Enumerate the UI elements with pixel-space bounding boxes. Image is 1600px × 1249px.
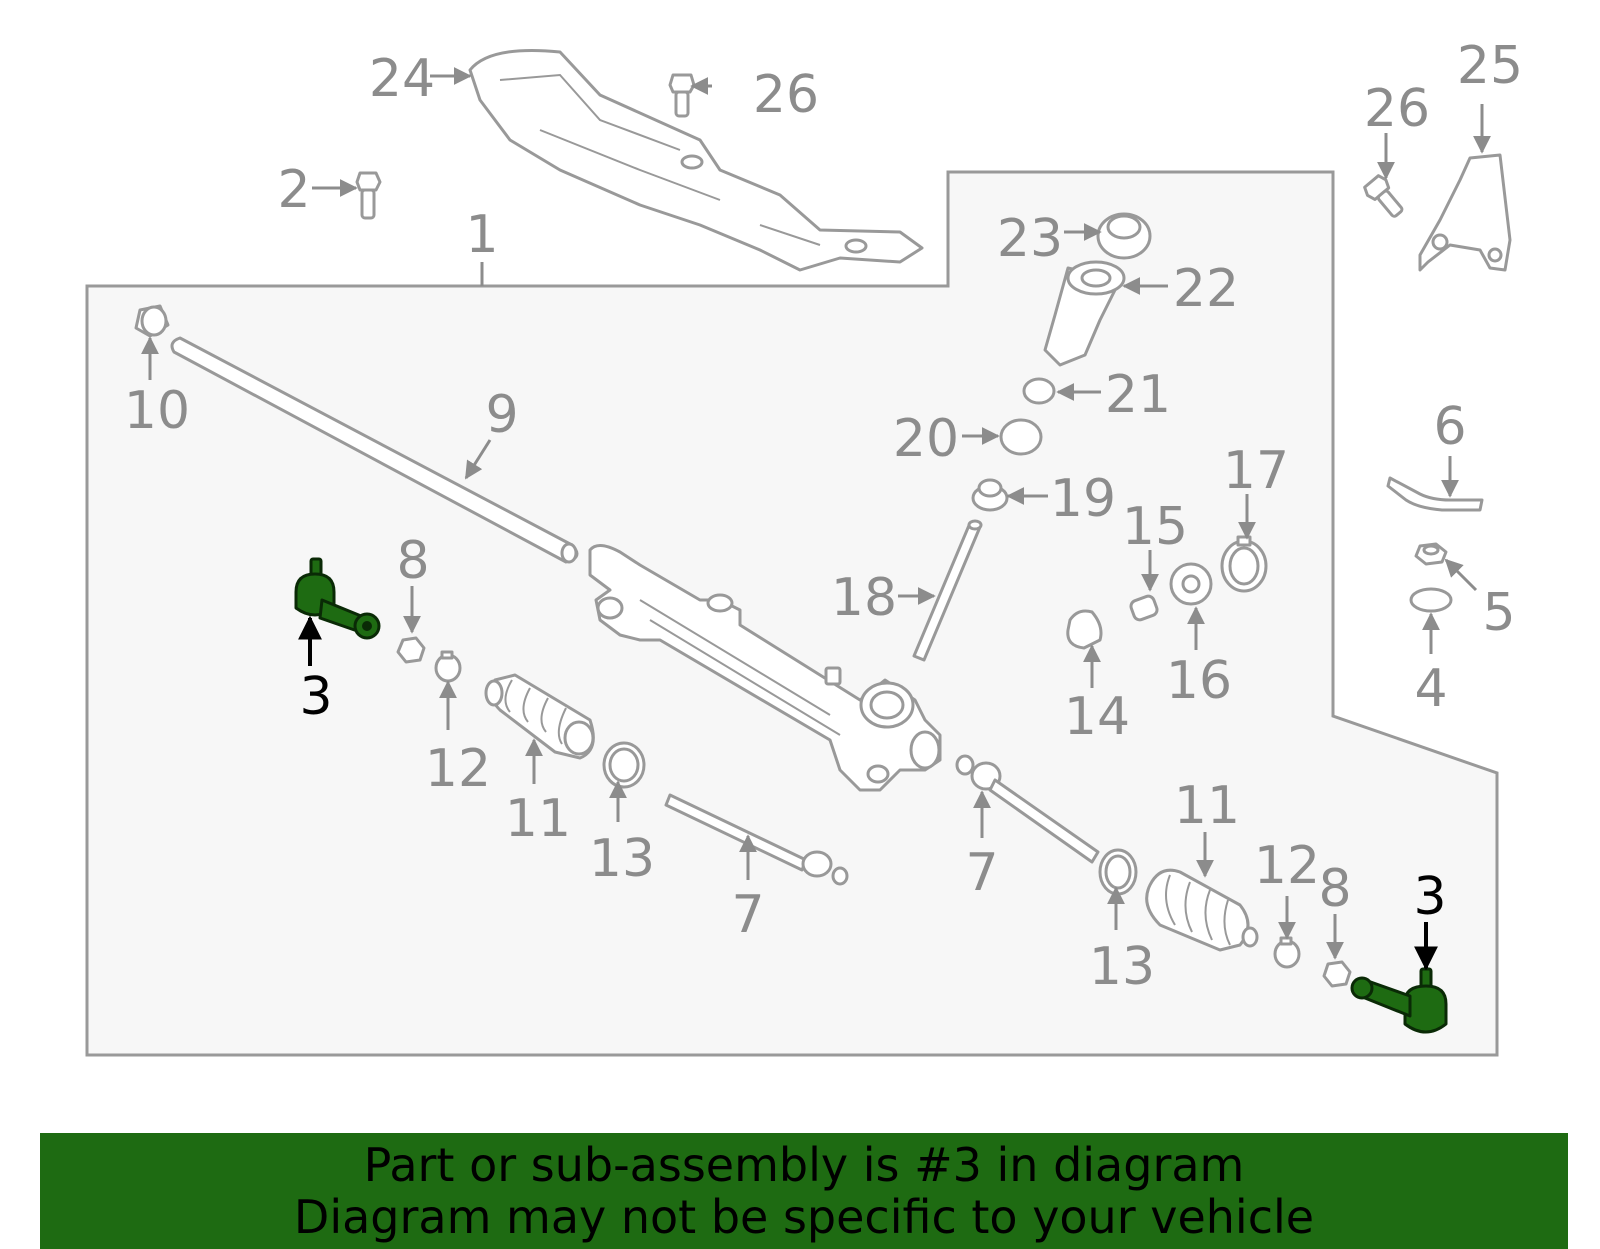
callout-9: 9: [485, 385, 518, 445]
bolt-icon: [668, 73, 696, 118]
bolt-icon: [355, 171, 382, 220]
callout-26: 26: [753, 65, 819, 125]
plug: [1169, 562, 1213, 606]
callout-8: 8: [1318, 859, 1351, 919]
callout-24: 24: [369, 49, 435, 109]
sleeve: [1043, 260, 1126, 367]
outer-tie-rod-end-right[interactable]: [1350, 967, 1448, 1034]
callout-13: 13: [589, 829, 655, 889]
nut: [1414, 542, 1448, 566]
callout-12: 12: [425, 739, 491, 799]
callout-7: 7: [965, 843, 998, 903]
bushing: [134, 304, 170, 338]
brace-hole: [844, 238, 868, 254]
callout-14: 14: [1064, 687, 1130, 747]
brace-hole: [680, 154, 704, 170]
boot: [1145, 868, 1259, 952]
callout-3[interactable]: 3: [1413, 867, 1446, 927]
banner-line-1: Part or sub-assembly is #3 in diagram: [363, 1138, 1245, 1192]
callout-18: 18: [831, 568, 897, 628]
lock-nut: [1220, 535, 1268, 593]
clamp: [1273, 936, 1301, 969]
info-banner: Part or sub-assembly is #3 in diagram Di…: [40, 1133, 1568, 1249]
callout-11: 11: [1174, 776, 1240, 836]
leader-9: [464, 439, 492, 480]
callout-21: 21: [1105, 365, 1171, 425]
callout-1: 1: [465, 205, 498, 265]
callout-13: 13: [1089, 937, 1155, 997]
callout-3[interactable]: 3: [299, 667, 332, 727]
boot-clamp: [1098, 848, 1138, 896]
callout-4: 4: [1414, 659, 1447, 719]
steering-gear-assembly-panel: [85, 170, 1499, 1057]
callout-7: 7: [731, 885, 764, 945]
ring: [999, 418, 1043, 456]
callout-23: 23: [997, 209, 1063, 269]
jam-nut: [1322, 960, 1352, 988]
callout-17: 17: [1223, 441, 1289, 501]
boot-clamp: [602, 741, 646, 789]
inner-tie-rod: [664, 793, 849, 886]
clamp: [434, 650, 462, 683]
callout-15: 15: [1122, 497, 1188, 557]
outer-tie-rod-end-left[interactable]: [294, 557, 381, 640]
callout-19: 19: [1050, 469, 1116, 529]
yoke: [1066, 609, 1103, 650]
boot: [484, 673, 595, 760]
heat-shield-plate: [1386, 476, 1484, 512]
callout-26: 26: [1364, 79, 1430, 139]
callout-22: 22: [1173, 259, 1239, 319]
callout-25: 25: [1457, 36, 1523, 96]
banner-line-2: Diagram may not be specific to your vehi…: [293, 1190, 1315, 1244]
inner-tie-rod: [955, 754, 1100, 864]
callout-10: 10: [124, 381, 190, 441]
callout-6: 6: [1433, 397, 1466, 457]
callout-16: 16: [1166, 651, 1232, 711]
leader-5: [1444, 558, 1478, 592]
bolt-icon: [1363, 174, 1404, 218]
washer: [1409, 587, 1453, 613]
callout-5: 5: [1482, 583, 1515, 643]
spring: [1129, 594, 1159, 622]
jam-nut: [396, 636, 426, 664]
steering-gear-housing: [588, 544, 942, 792]
ring: [1022, 377, 1056, 405]
callout-20: 20: [893, 409, 959, 469]
callout-11: 11: [505, 789, 571, 849]
cap: [1096, 212, 1152, 260]
callout-8: 8: [396, 531, 429, 591]
callout-2: 2: [277, 160, 310, 220]
callout-12: 12: [1254, 836, 1320, 896]
